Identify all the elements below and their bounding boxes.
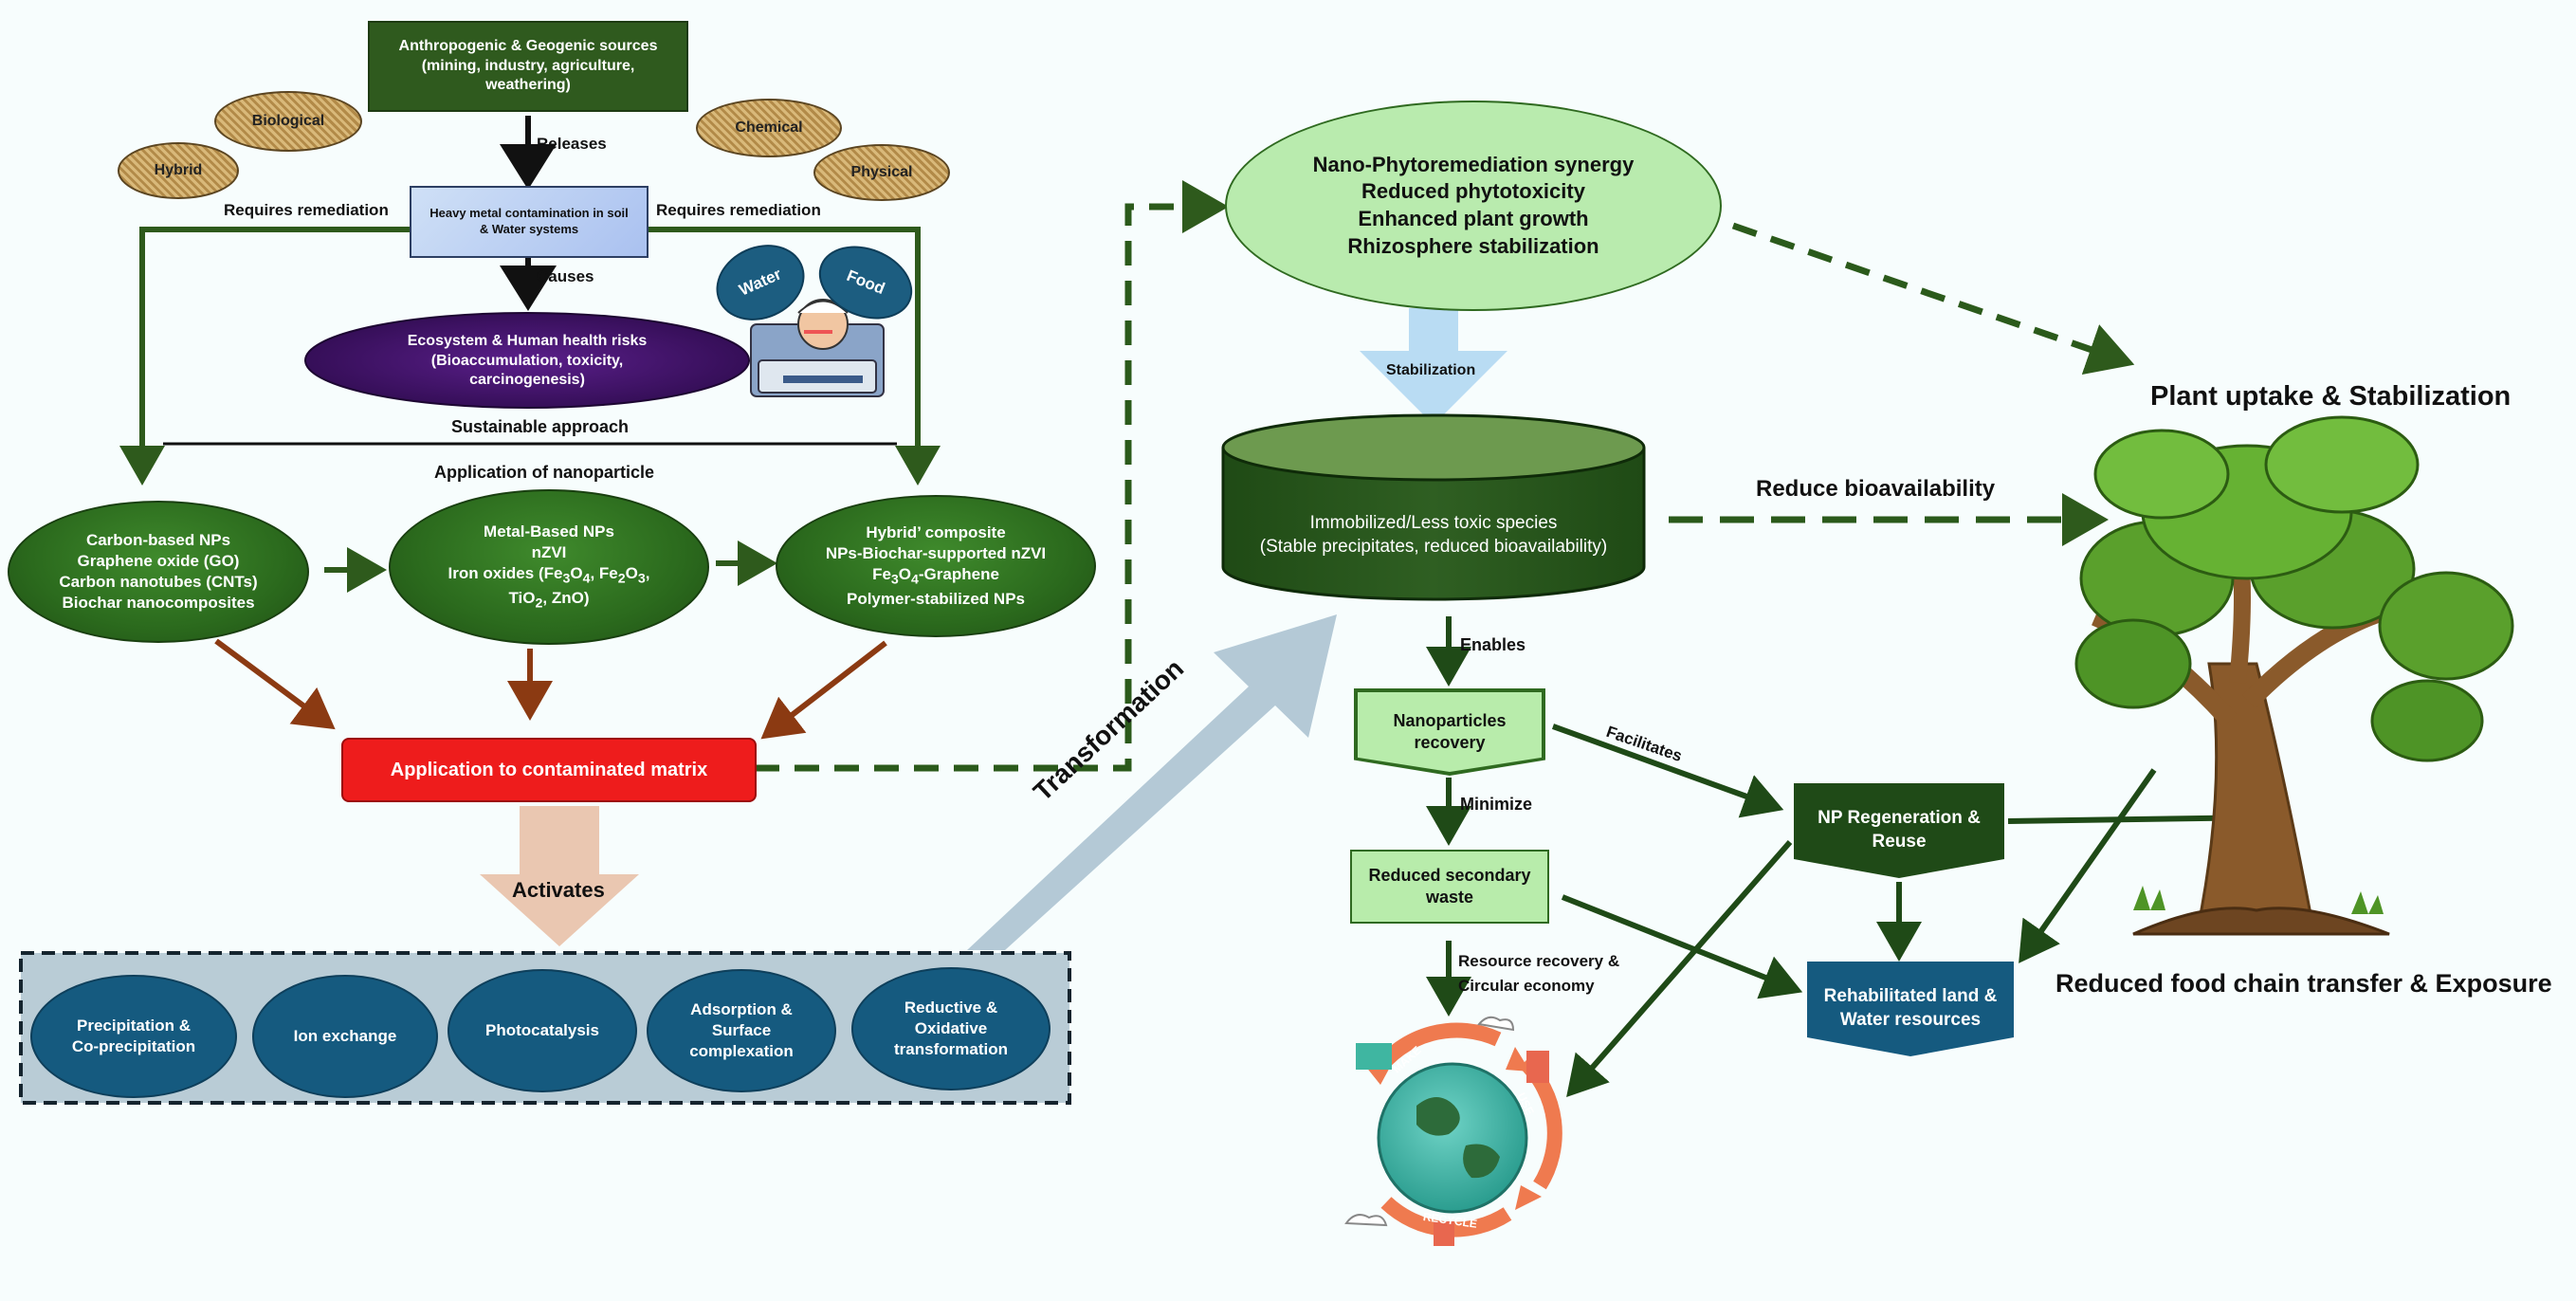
mechanism-ion-exchange: Ion exchange — [252, 975, 438, 1098]
arrow-transformation — [967, 614, 1337, 950]
label-application-np: Application of nanoparticle — [434, 463, 655, 482]
label-causes: Causes — [537, 267, 594, 285]
sick-person-illustration — [750, 299, 885, 397]
cloud-chemical: Chemical — [696, 99, 842, 157]
arrow-tree-to-rehab — [2019, 768, 2157, 963]
cloud-biological: Biological — [214, 91, 362, 152]
sources-title: Anthropogenic & Geogenic sources — [398, 37, 658, 54]
label-reduce-bio: Reduce bioavailability — [1756, 476, 1996, 502]
contamination-line1: Heavy metal contamination in soil — [429, 206, 629, 221]
sources-box: Anthropogenic & Geogenic sources (mining… — [368, 21, 688, 112]
rehab-box: Rehabilitated land &Water resources — [1807, 962, 2014, 1056]
risks-line3: carcinogenesis) — [469, 372, 585, 389]
contamination-line2: & Water systems — [479, 222, 579, 236]
arrow-facilitates — [1551, 724, 1784, 818]
arrow-synergy-to-plant — [1731, 222, 2135, 376]
label-enables: Enables — [1460, 635, 1526, 654]
tree-illustration — [2074, 415, 2514, 936]
label-reduced-food: Reduced food chain transfer & Exposure — [2055, 969, 2552, 998]
risks-ellipse-shape — [304, 312, 750, 409]
cloud-physical: Physical — [813, 144, 950, 201]
arrow-app-to-synergy — [755, 180, 1229, 772]
label-requires-right: Requires remediation — [656, 201, 821, 219]
np-carbon-ellipse: Carbon-based NPs Graphene oxide (GO) Car… — [8, 501, 309, 643]
arrow-carbon-to-app — [214, 638, 336, 730]
label-minimize: Minimize — [1460, 795, 1533, 814]
risks-line1: Ecosystem & Human health risks — [407, 332, 648, 349]
np-regen-box: NP Regeneration &Reuse — [1794, 783, 2004, 878]
risks-ellipse: Ecosystem & Human health risks (Bioaccum… — [313, 317, 741, 406]
cloud-hybrid: Hybrid — [118, 142, 239, 199]
risks-line2: (Bioaccumulation, toxicity, — [430, 352, 624, 369]
label-stabilization: Stabilization — [1386, 362, 1476, 378]
contamination-box: Heavy metal contamination in soil & Wate… — [410, 186, 649, 258]
mechanism-photocatalysis: Photocatalysis — [448, 969, 637, 1092]
arrow-activates — [480, 806, 639, 946]
label-resource-2: Circular economy — [1458, 977, 1595, 995]
label-sustainable: Sustainable approach — [451, 417, 630, 436]
label-plant-uptake: Plant uptake & Stabilization — [2150, 381, 2512, 412]
label-resource-1: Resource recovery & — [1458, 952, 1620, 970]
label-releases: Releases — [537, 135, 607, 153]
arrow-hybrid-to-app — [760, 640, 887, 740]
mechanism-precipitation: Precipitation &Co-precipitation — [30, 975, 237, 1098]
arrow-waste-to-rehab — [1561, 894, 1803, 999]
immobilized-text: Immobilized/Less toxic species (Stable p… — [1259, 513, 1608, 557]
arrow-requires-left — [119, 227, 410, 486]
label-activates: Activates — [512, 878, 605, 902]
np-metal-ellipse: Metal-Based NPs nZVI Iron oxides (Fe3O4,… — [389, 489, 709, 645]
np-hybrid-ellipse: Hybrid’ composite NPs-Biochar-supported … — [776, 495, 1096, 637]
arrow-requires-right — [649, 227, 941, 486]
arrow-stabilization — [1360, 308, 1507, 425]
sources-subtitle: (mining, industry, agriculture, weatheri… — [421, 57, 635, 94]
circular-economy-illustration — [1344, 1016, 1562, 1246]
application-matrix-box: Application to contaminated matrix — [341, 738, 757, 802]
immobilized-cylinder — [1221, 413, 1646, 601]
label-requires-left: Requires remediation — [224, 201, 389, 219]
arrow-regen-to-circular — [1566, 840, 1793, 1098]
